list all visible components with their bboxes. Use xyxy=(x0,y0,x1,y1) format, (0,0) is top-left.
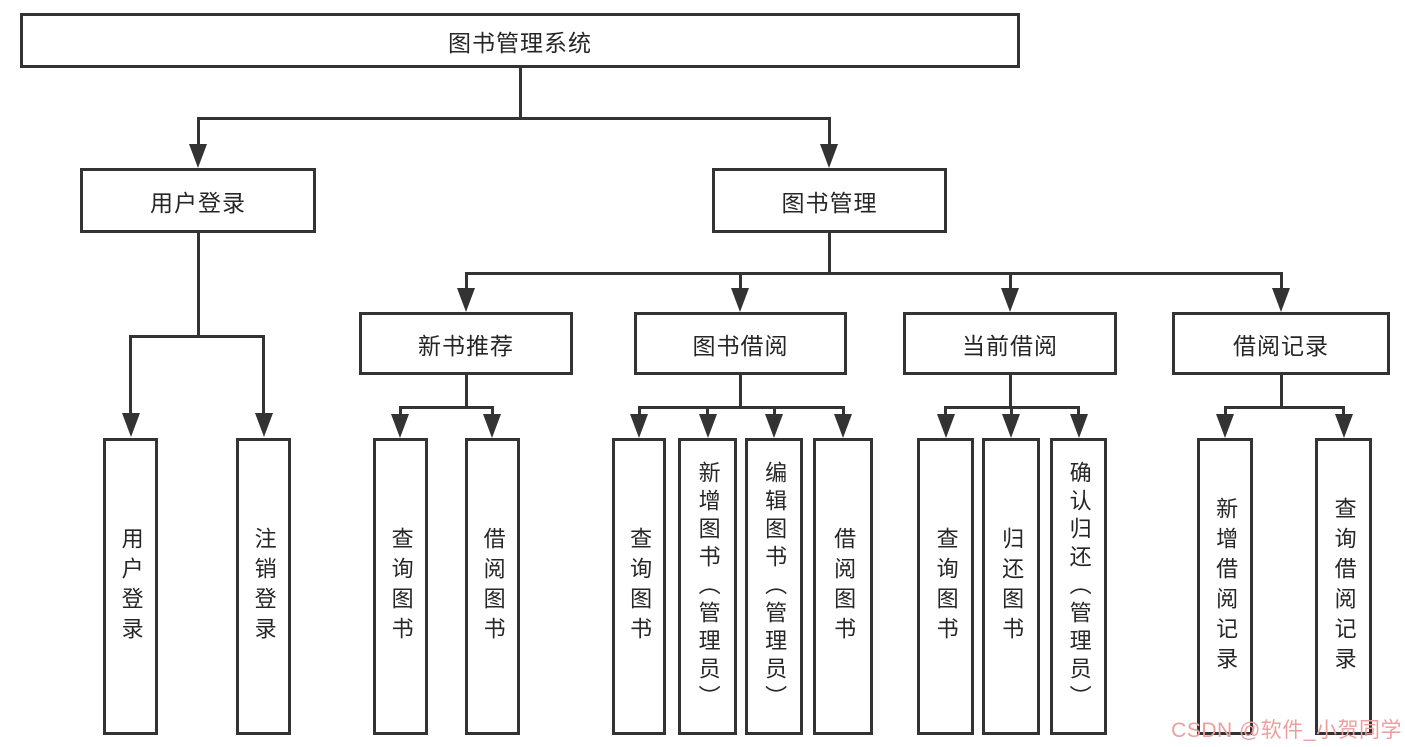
connector-vertical-line xyxy=(1279,375,1283,408)
arrow-down-icon xyxy=(254,413,273,437)
connector-arrow-stem xyxy=(706,406,709,416)
leaf-br-add-record: 新增借阅记录 xyxy=(1197,438,1253,735)
connector-arrow-stem xyxy=(827,117,831,146)
connector-horizontal-line xyxy=(129,335,265,338)
leaf-br-query-record: 查询借阅记录 xyxy=(1315,438,1372,735)
arrow-down-icon xyxy=(1002,414,1020,438)
arrow-down-icon xyxy=(391,414,409,438)
node-label: 新书推荐 xyxy=(418,332,514,359)
node-label: 查询图书 xyxy=(627,526,653,647)
leaf-bb-add-book-admin: 新增图书（管理员） xyxy=(678,438,737,735)
connector-vertical-line xyxy=(1008,375,1012,408)
leaf-logout: 注销登录 xyxy=(236,438,291,735)
leaf-user-login: 用户登录 xyxy=(103,438,158,735)
node-label: 编辑图书（管理员） xyxy=(762,460,788,713)
connector-arrow-stem xyxy=(1077,406,1080,416)
leaf-nb-query-book: 查询图书 xyxy=(373,438,428,735)
node-current-borrow: 当前借阅 xyxy=(903,312,1117,375)
connector-vertical-line xyxy=(464,375,468,408)
node-borrow-record: 借阅记录 xyxy=(1172,312,1390,375)
connector-horizontal-line xyxy=(1223,406,1345,409)
arrow-down-icon xyxy=(1334,414,1353,438)
csdn-watermark: CSDN @软件_小贺同学 xyxy=(1171,719,1402,742)
node-label: 新增图书（管理员） xyxy=(695,460,721,713)
connector-arrow-stem xyxy=(1223,406,1227,416)
connector-horizontal-line xyxy=(637,406,845,409)
arrow-down-icon xyxy=(1272,288,1290,312)
connector-arrow-stem xyxy=(464,272,468,290)
connector-arrow-stem xyxy=(841,406,845,416)
arrow-down-icon xyxy=(936,414,955,438)
arrow-down-icon xyxy=(457,288,475,312)
arrow-down-icon xyxy=(765,414,783,438)
node-label: 图书管理系统 xyxy=(448,29,592,56)
arrow-down-icon xyxy=(698,414,717,438)
connector-arrow-stem xyxy=(129,335,132,415)
connector-horizontal-line xyxy=(464,272,1283,275)
node-label: 查询图书 xyxy=(388,526,414,647)
arrow-down-icon xyxy=(483,414,501,438)
node-label: 借阅记录 xyxy=(1233,332,1329,359)
node-label: 注销登录 xyxy=(251,526,277,647)
node-root-library-system: 图书管理系统 xyxy=(20,13,1020,68)
node-label: 用户登录 xyxy=(118,526,144,647)
connector-arrow-stem xyxy=(772,406,776,416)
arrow-down-icon xyxy=(630,414,648,438)
node-label: 图书管理 xyxy=(781,189,878,216)
connector-vertical-line xyxy=(518,68,522,118)
leaf-bb-query-book: 查询图书 xyxy=(612,438,666,735)
leaf-nb-borrow-book: 借阅图书 xyxy=(465,438,520,735)
connector-vertical-line xyxy=(738,375,742,408)
node-user-login: 用户登录 xyxy=(80,168,316,233)
connector-horizontal-line xyxy=(398,406,494,409)
leaf-cb-confirm-return-admin: 确认归还（管理员） xyxy=(1050,438,1107,735)
leaf-cb-return-book: 归还图书 xyxy=(982,438,1040,735)
connector-vertical-line xyxy=(196,233,200,337)
connector-arrow-stem xyxy=(262,335,265,415)
node-book-management: 图书管理 xyxy=(712,168,947,233)
connector-horizontal-line xyxy=(196,117,831,120)
arrow-down-icon xyxy=(1001,288,1019,312)
node-label: 用户登录 xyxy=(150,189,246,216)
node-label: 图书借阅 xyxy=(692,332,789,359)
connector-arrow-stem xyxy=(1008,272,1012,290)
connector-arrow-stem xyxy=(1009,406,1013,416)
node-label: 查询图书 xyxy=(933,526,959,647)
connector-arrow-stem xyxy=(944,406,947,416)
arrow-down-icon xyxy=(121,413,140,437)
node-book-borrow: 图书借阅 xyxy=(634,312,847,375)
leaf-cb-query-book: 查询图书 xyxy=(917,438,974,735)
connector-arrow-stem xyxy=(490,406,494,416)
connector-arrow-stem xyxy=(196,117,200,146)
node-label: 借阅图书 xyxy=(480,526,506,647)
leaf-bb-borrow-book: 借阅图书 xyxy=(813,438,873,735)
node-label: 当前借阅 xyxy=(962,332,1058,359)
connector-arrow-stem xyxy=(1279,272,1283,290)
arrow-down-icon xyxy=(820,144,838,168)
connector-arrow-stem xyxy=(398,406,402,416)
node-label: 新增借阅记录 xyxy=(1213,496,1239,677)
arrow-down-icon xyxy=(834,414,852,438)
leaf-bb-edit-book-admin: 编辑图书（管理员） xyxy=(745,438,803,735)
arrow-down-icon xyxy=(1216,414,1234,438)
node-label: 查询借阅记录 xyxy=(1331,496,1357,677)
connector-arrow-stem xyxy=(637,406,641,416)
arrow-down-icon xyxy=(731,288,749,312)
arrow-down-icon xyxy=(1069,414,1088,438)
node-new-book-recommend: 新书推荐 xyxy=(359,312,573,375)
arrow-down-icon xyxy=(189,144,207,168)
connector-arrow-stem xyxy=(738,272,742,290)
connector-arrow-stem xyxy=(1342,406,1345,416)
node-label: 确认归还（管理员） xyxy=(1066,460,1092,713)
connector-vertical-line xyxy=(827,233,831,274)
node-label: 归还图书 xyxy=(999,526,1025,647)
node-label: 借阅图书 xyxy=(831,526,857,647)
